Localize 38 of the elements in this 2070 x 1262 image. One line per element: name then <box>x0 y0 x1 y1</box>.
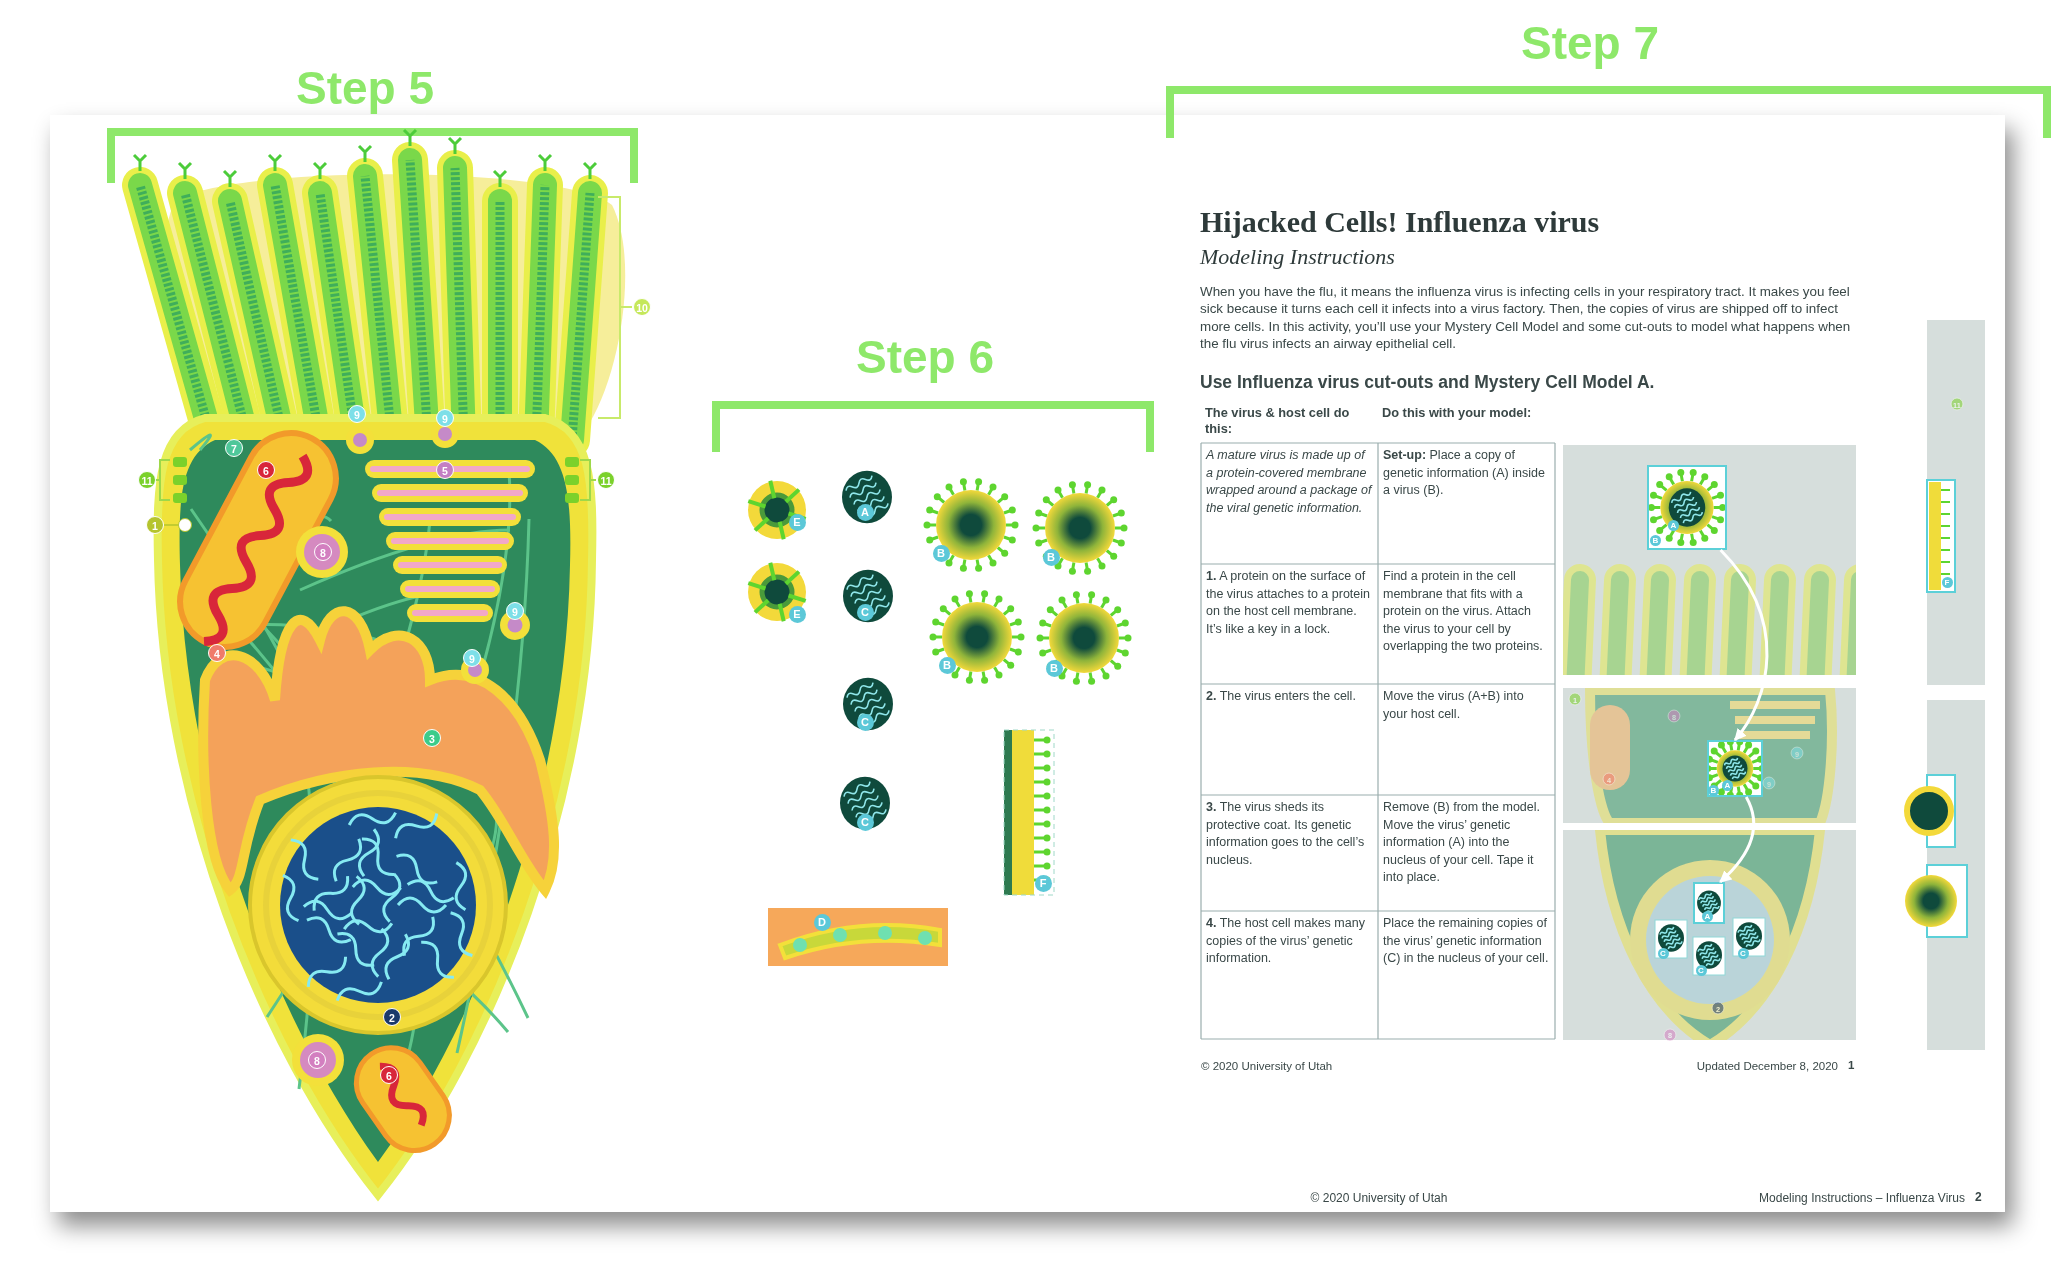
genome-card <box>1693 882 1725 924</box>
section-heading: Use Influenza virus cut-outs and Mystery Cell Model A. <box>1200 372 1656 393</box>
letter-badge: A <box>1668 520 1679 531</box>
footer-text: © 2020 University of Utah <box>1310 1191 1448 1205</box>
table-cell-text: 1. A protein on the surface of the virus attaches to a protein on the host cell membrane. It’s like a key in a lock. <box>1205 568 1371 638</box>
table-cell-text: Find a protein in the cell membrane that fits with a protein on the virus. Attach the virus to your cell by overlapping the two proteins. <box>1382 568 1544 655</box>
page-subtitle: Modeling Instructions <box>1200 244 1396 270</box>
page-number: 1 <box>1848 1059 1856 1071</box>
arrow <box>1719 796 1755 884</box>
letter-badge: C <box>1737 947 1749 959</box>
leader-line <box>163 524 179 526</box>
footer-text: Updated December 8, 2020 <box>1696 1060 1838 1072</box>
page-number: 2 <box>1975 1190 1983 1204</box>
column-header: The virus & host cell do this: <box>1205 405 1351 437</box>
table-cell-text: 4. The host cell makes many copies of the virus’ genetic information. <box>1205 915 1366 967</box>
table-cell-text: 3. The virus sheds its protective coat. Its genetic information goes to the cell’s nucleus. <box>1205 799 1366 869</box>
letter-badge: A <box>1702 911 1713 922</box>
page-title: Hijacked Cells! Influenza virus <box>1200 205 1601 239</box>
letter-badge: B <box>1650 535 1661 546</box>
step-heading: Step 7 <box>1521 16 1659 70</box>
footer-text: © 2020 University of Utah <box>1201 1060 1334 1072</box>
arrow <box>1719 549 1769 741</box>
table-cell-text: 2. The virus enters the cell. <box>1205 688 1357 705</box>
table-cell-text: A mature virus is made up of a protein-covered membrane wrapped around a package of the viral genetic information. <box>1204 447 1374 517</box>
footer-text: Modeling Instructions – Influenza Virus <box>1759 1191 1965 1205</box>
table-cell-text: Place the remaining copies of the virus’ genetic information (C) in the nucleus of your cell. <box>1382 915 1550 967</box>
letter-badge: B <box>1708 785 1719 796</box>
letter-badge: C <box>1657 947 1669 959</box>
table-cell-text: Move the virus (A+B) into your host cell. <box>1382 688 1525 723</box>
step-heading: Step 5 <box>296 61 434 115</box>
column-header: Do this with your model: <box>1382 405 1533 421</box>
intro-paragraph: When you have the flu, it means the influenza virus is infecting cells in your respiratory tract. It makes you feel sick because it turns each cell it infects into a virus factory. Then, the copies of virus are shipped off to infect more cells. In this activity, you’ll use your Mystery Cell Model and some cut-outs to model what happens when the flu virus infects an airway epithelial cell. <box>1200 283 1852 353</box>
letter-badge: F <box>1941 576 1953 588</box>
table-cell-text: Remove (B) from the model. Move the virus’ genetic information (A) into the nucleus of your cell. Tape it into place. <box>1382 799 1541 886</box>
letter-badge: A <box>1722 780 1733 791</box>
step-heading: Step 6 <box>856 330 994 384</box>
letter-badge: C <box>1695 964 1707 976</box>
table-cell-text: Set-up: Place a copy of genetic information (A) inside a virus (B). <box>1382 447 1546 499</box>
